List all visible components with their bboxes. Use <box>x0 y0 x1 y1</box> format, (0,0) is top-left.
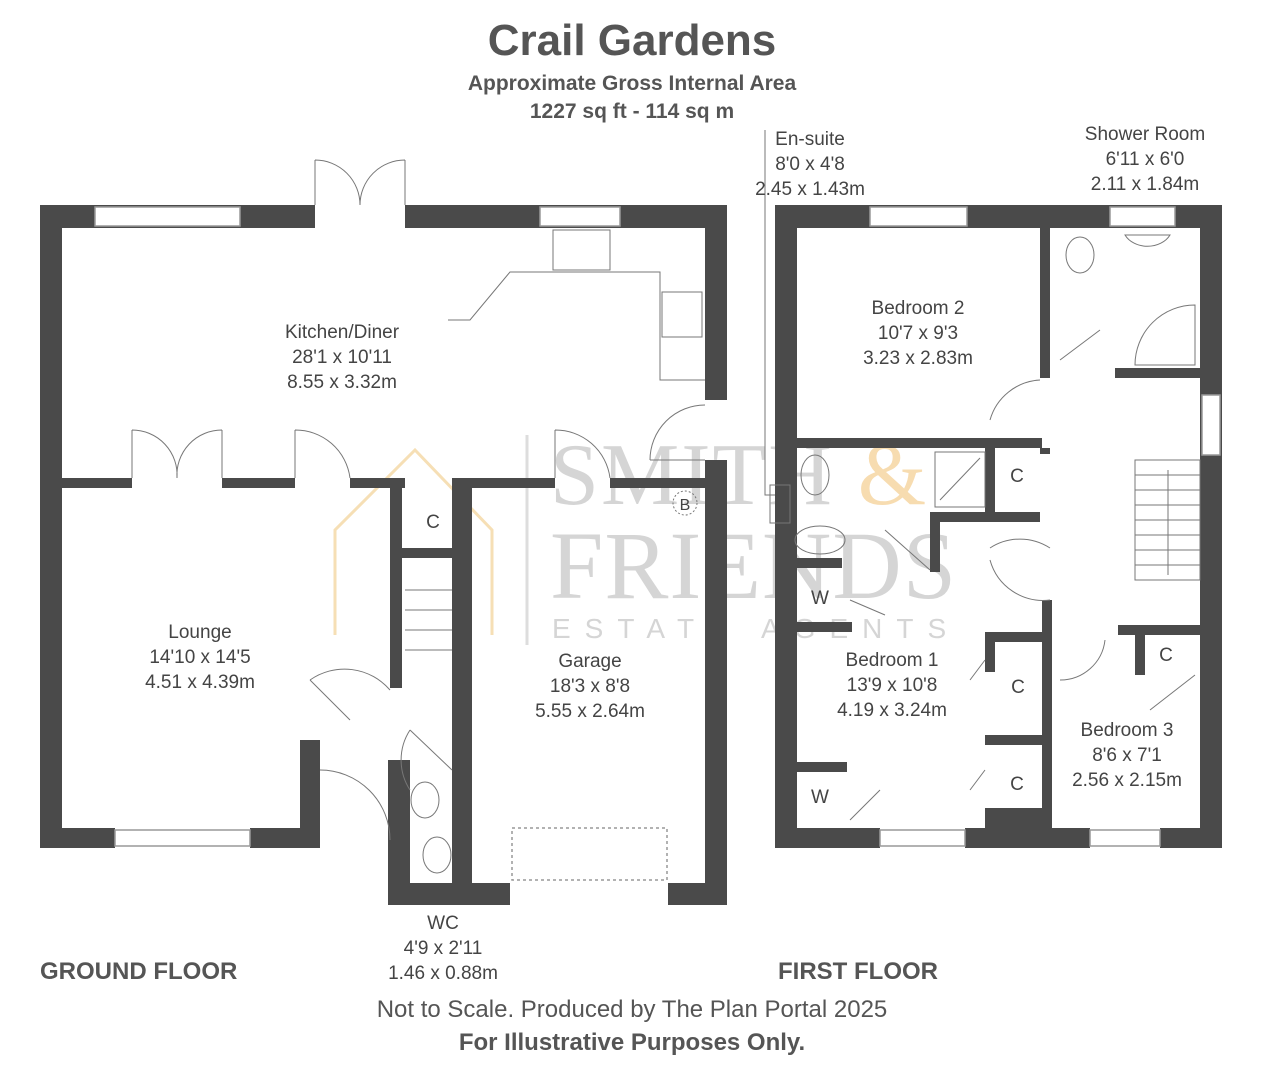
ground-floor-windows <box>94 206 668 881</box>
footer-note: Not to Scale. Produced by The Plan Porta… <box>376 996 888 1023</box>
area-subtitle: Approximate Gross Internal Area <box>467 72 797 95</box>
ground-floor-walls <box>40 205 727 905</box>
cupboard-label: C <box>1011 677 1025 698</box>
area-value: 1227 sq ft - 114 sq m <box>529 100 735 123</box>
cupboard-label: C <box>1010 774 1024 795</box>
wardrobe-label: W <box>811 588 829 609</box>
plan-title: Crail Gardens <box>487 16 777 65</box>
ground-floor-label: GROUND FLOOR <box>40 958 238 985</box>
wardrobe-label: W <box>811 787 829 808</box>
watermark-line1b: FRIENDS <box>550 512 958 619</box>
footer-disclaimer: For Illustrative Purposes Only. <box>458 1029 806 1056</box>
cupboard-label: C <box>1159 645 1173 666</box>
watermark-line2: ESTATE AGENTS <box>552 613 961 644</box>
first-floor-walls <box>775 205 1222 848</box>
first-floor-windows <box>869 206 1221 847</box>
boiler-label: B <box>679 497 691 514</box>
cupboard-label: C <box>1010 466 1024 487</box>
first-floor-label: FIRST FLOOR <box>778 958 938 985</box>
first-floor-fixtures <box>764 130 1201 821</box>
ground-floor-doors <box>131 159 706 874</box>
cupboard-label: C <box>426 512 440 533</box>
